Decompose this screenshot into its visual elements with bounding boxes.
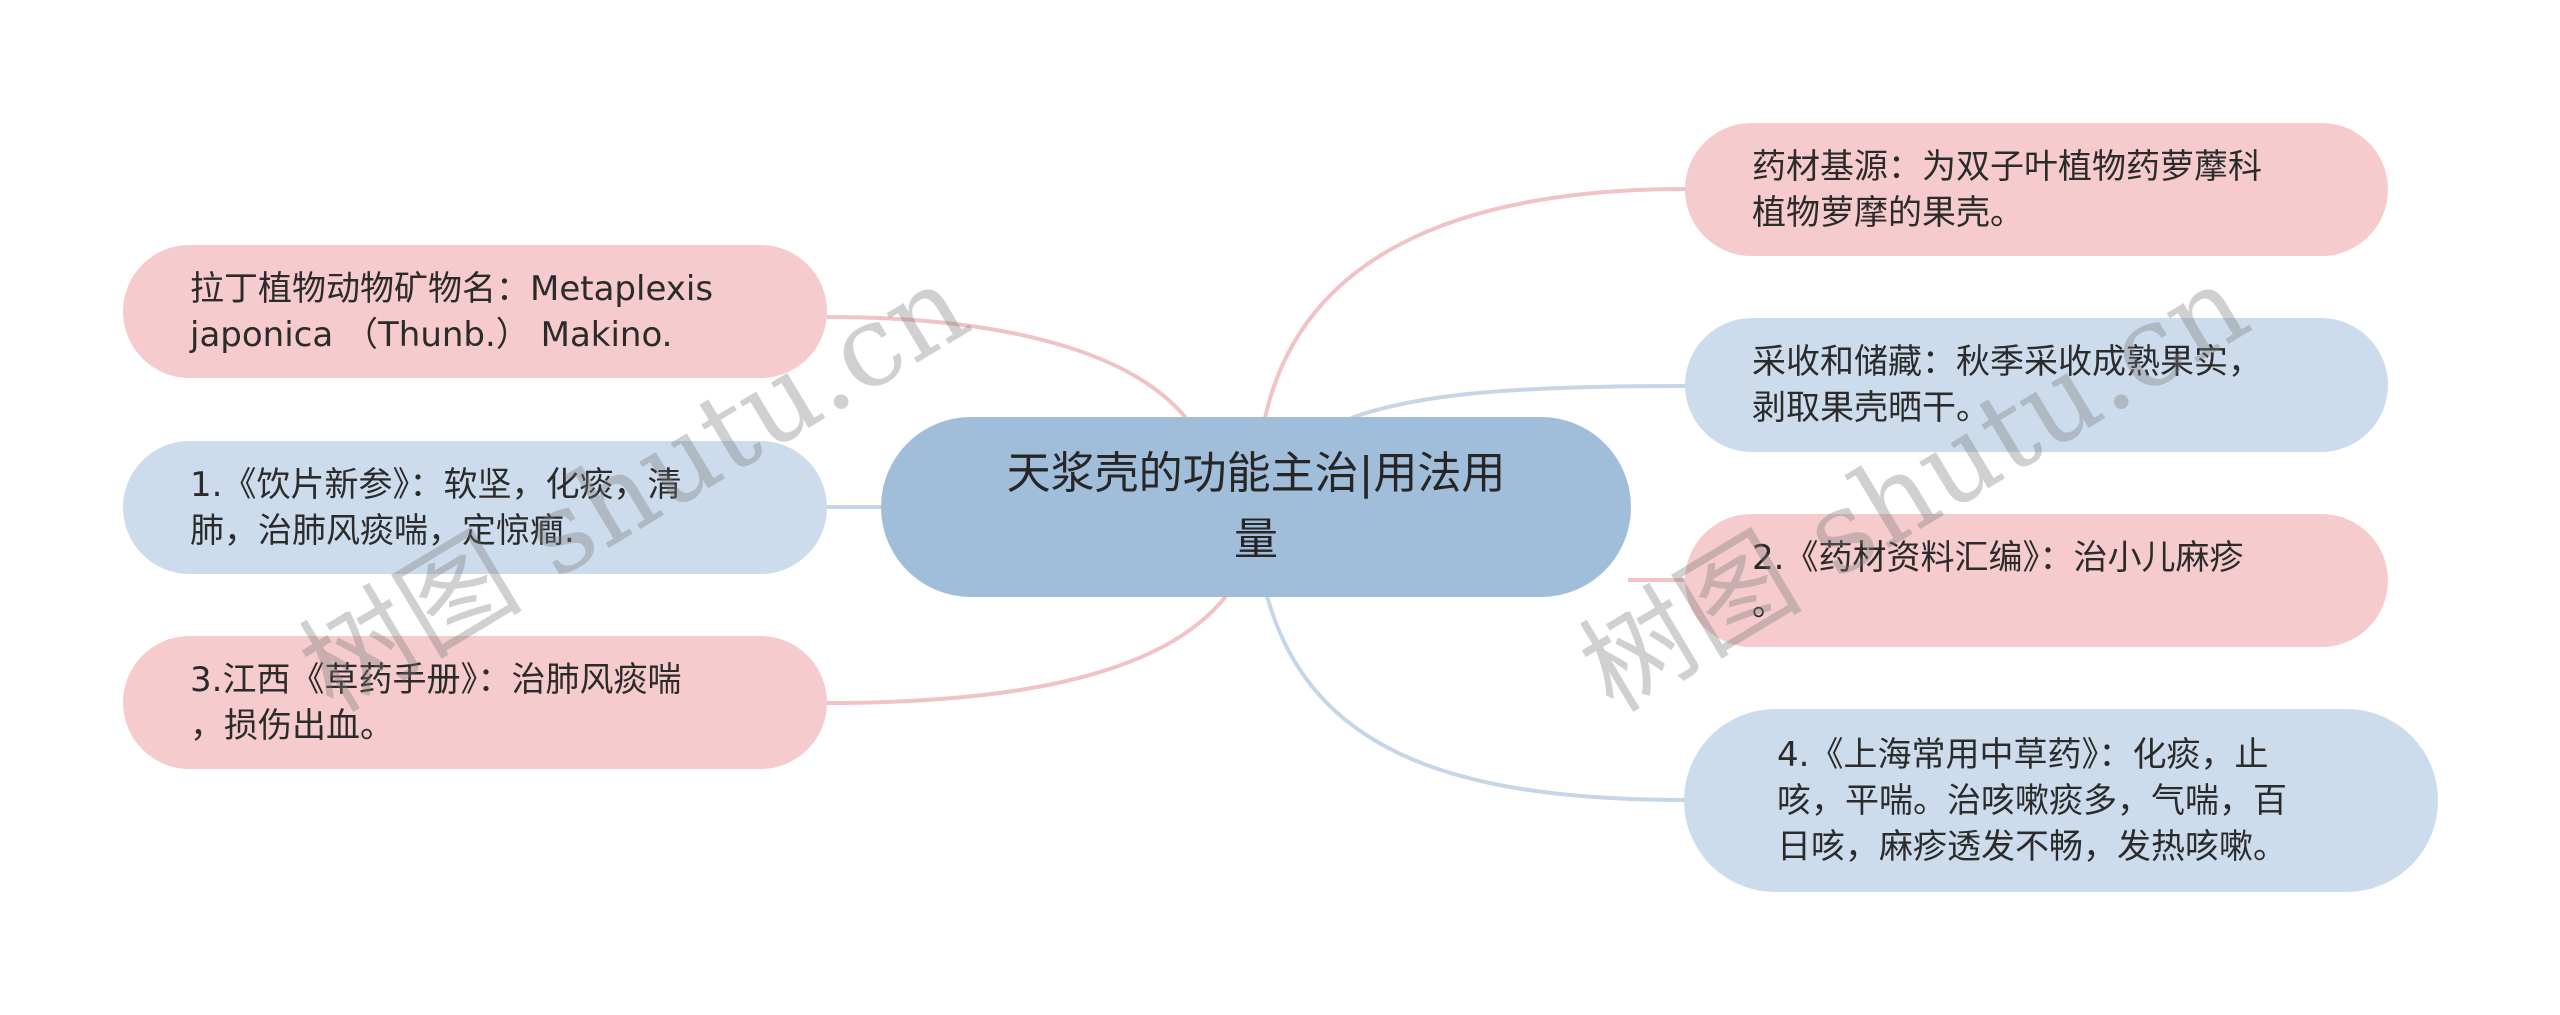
- branch-text-line: 1.《饮片新参》：软坚，化痰，清: [190, 464, 682, 505]
- connector-right-1: [1263, 187, 1687, 419]
- connector-left-3: [825, 594, 1228, 705]
- branch-text-line: 药材基源：为双子叶植物药萝藦科: [1752, 146, 2262, 187]
- branch-text-line: 采收和储藏：秋季采收成熟果实，: [1752, 342, 2262, 382]
- branch-text-line: 2.《药材资料汇编》：治小儿麻疹: [1752, 537, 2244, 578]
- central-topic[interactable]: 天浆壳的功能主治|用法用 量: [881, 417, 1631, 597]
- connector-left-1: [826, 315, 1188, 420]
- branch-text-line: 剥取果壳晒干。: [1752, 388, 1990, 428]
- branch-text-line: 拉丁植物动物矿物名：Metaplexis: [190, 268, 714, 309]
- connector-right-2: [1350, 384, 1687, 420]
- branch-latin-name[interactable]: 拉丁植物动物矿物名：Metaplexis japonica （Thunb.） M…: [123, 245, 827, 378]
- branch-text-line: japonica （Thunb.） Makino.: [190, 314, 673, 355]
- central-topic-line-2: 量: [1234, 514, 1278, 565]
- connector-right-4: [1265, 595, 1687, 802]
- branch-jiangxi-herbal-handbook[interactable]: 3.江西《草药手册》：治肺风痰喘 ，损伤出血。: [123, 636, 827, 769]
- branch-text-line: 咳，平喘。治咳嗽痰多，气喘，百: [1777, 780, 2287, 821]
- branch-text-line: 植物萝摩的果壳。: [1752, 192, 2024, 233]
- branch-text-line: 3.江西《草药手册》：治肺风痰喘: [190, 659, 682, 700]
- branch-text-line: ，损伤出血。: [190, 705, 394, 746]
- central-topic-line-1: 天浆壳的功能主治|用法用: [1006, 448, 1506, 499]
- branch-yinpian-xinshen[interactable]: 1.《饮片新参》：软坚，化痰，清 肺，治肺风痰喘，定惊癎.: [123, 441, 827, 574]
- branch-text-line: 日咳，麻疹透发不畅，发热咳嗽。: [1777, 826, 2287, 867]
- branch-text-line: 肺，治肺风痰喘，定惊癎.: [190, 510, 575, 551]
- branch-herb-materials-compilation[interactable]: 2.《药材资料汇编》：治小儿麻疹 。: [1685, 514, 2388, 647]
- branch-shanghai-common-herbs[interactable]: 4.《上海常用中草药》：化痰，止 咳，平喘。治咳嗽痰多，气喘，百 日咳，麻疹透发…: [1684, 709, 2438, 892]
- branch-harvest-storage[interactable]: 采收和储藏：秋季采收成熟果实， 剥取果壳晒干。: [1685, 318, 2388, 452]
- branch-text-line: 。: [1752, 583, 1786, 624]
- branch-text-line: 4.《上海常用中草药》：化痰，止: [1777, 734, 2269, 775]
- branch-herb-source[interactable]: 药材基源：为双子叶植物药萝藦科 植物萝摩的果壳。: [1685, 123, 2388, 256]
